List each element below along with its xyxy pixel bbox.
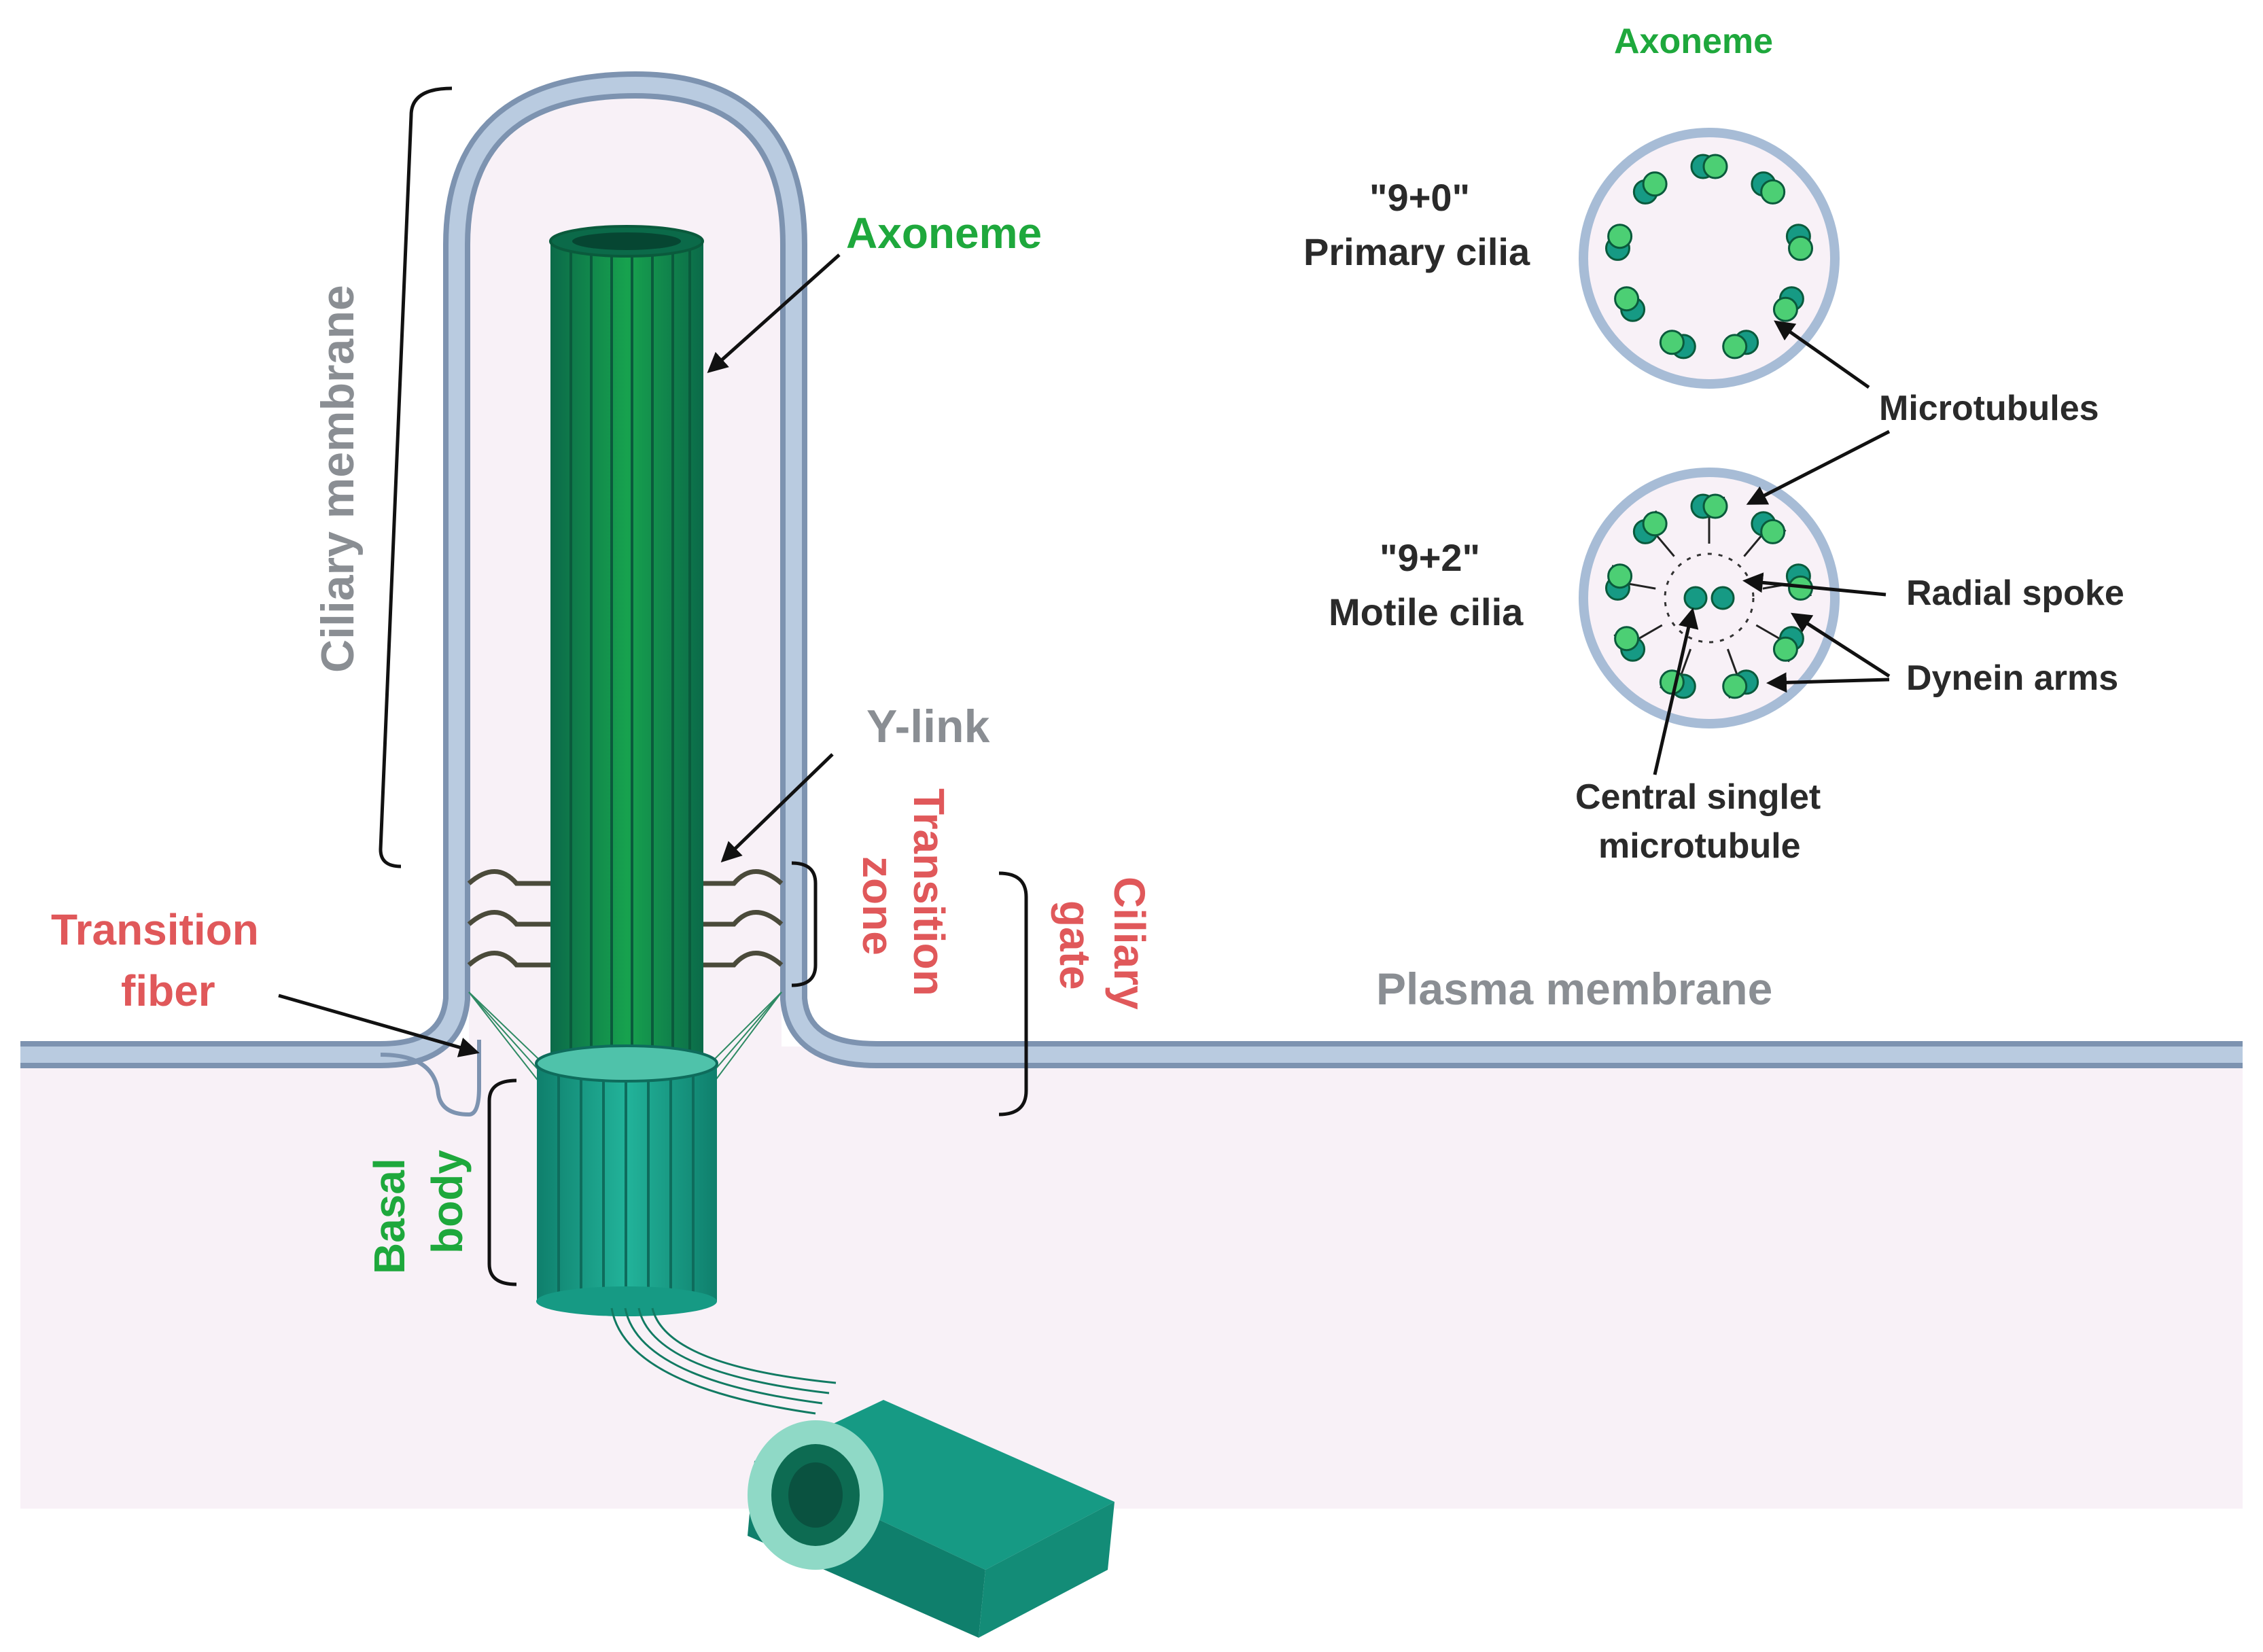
microtubule-b: [1760, 179, 1786, 205]
basal-body-label-2: body: [423, 1150, 472, 1254]
ciliary-gate-label-2: gate: [1051, 900, 1100, 990]
motile-cilia-cross-section: [1579, 468, 1840, 728]
plasma-membrane-label: Plasma membrane: [1376, 964, 1772, 1014]
microtubule-b: [1607, 563, 1633, 589]
motile-cilia-label-2: Motile cilia: [1329, 591, 1524, 633]
microtubule-b: [1614, 286, 1640, 312]
linker-filaments: [610, 1307, 837, 1415]
transition-fiber-label-1: Transition: [51, 905, 259, 954]
microtubule-b: [1607, 224, 1633, 249]
basal-body-top: [535, 1044, 718, 1083]
axoneme-top-inner: [572, 232, 681, 250]
dynein-arms-arrow-2: [1766, 672, 1890, 693]
microtubules-arrow-2: [1746, 429, 1891, 505]
microtubule-b: [1722, 673, 1748, 699]
daughter-centriole: [748, 1400, 1115, 1638]
basal-body-bottom: [536, 1286, 717, 1316]
microtubule-b: [1659, 669, 1685, 695]
radial-spoke-arrow: [1742, 572, 1887, 597]
ciliary-gate-bracket: [998, 871, 1028, 1117]
microtubule-b: [1702, 493, 1728, 519]
y-links: [467, 869, 784, 968]
microtubules-label: Microtubules: [1879, 389, 2099, 428]
dynein-arms-label: Dynein arms: [1906, 658, 2118, 698]
microtubule-b: [1702, 154, 1728, 179]
transition-fiber-arrow: [278, 994, 480, 1057]
primary-cilia-label-1: "9+0": [1369, 176, 1470, 219]
dynein-arms-arrow-1: [1790, 612, 1891, 678]
axoneme-inset-title: Axoneme: [1614, 22, 1773, 61]
central-singlet-label-1: Central singlet: [1575, 777, 1821, 817]
motile-microtubule-doublets: [1604, 493, 1814, 699]
ciliary-pocket-left: [380, 1040, 481, 1117]
basal-body-bracket: [487, 1078, 517, 1286]
transition-zone-label-2: zone: [854, 856, 902, 955]
primary-cilia-label-2: Primary cilia: [1303, 230, 1530, 273]
microtubule-b: [1760, 519, 1786, 544]
axoneme-label: Axoneme: [846, 209, 1042, 258]
motile-cilia-label-1: "9+2": [1380, 536, 1480, 579]
microtubule-b: [1659, 330, 1685, 355]
central-singlet-label-2: microtubule: [1598, 826, 1801, 866]
microtubule-b: [1772, 296, 1798, 322]
microtubule-b: [1772, 636, 1798, 662]
transition-fiber-label-2: fiber: [121, 966, 215, 1015]
ciliary-gate-label-1: Ciliary: [1105, 877, 1154, 1010]
y-link-label: Y-link: [866, 701, 990, 752]
transition-zone-label-1: Transition: [905, 788, 953, 996]
microtubule-b: [1722, 334, 1748, 359]
transition-zone-bracket: [791, 861, 818, 987]
microtubule-b: [1614, 626, 1640, 652]
cytoplasm: [20, 1047, 2243, 1509]
y-link-arrow: [720, 753, 834, 863]
microtubule-b: [1642, 171, 1668, 197]
ciliary-membrane-bracket: [379, 86, 453, 868]
microtubule-b: [1642, 511, 1668, 537]
radial-spoke-label: Radial spoke: [1906, 574, 2124, 613]
microtubules-arrow-1: [1774, 320, 1870, 389]
axoneme-stripes: [569, 248, 691, 1060]
microtubule-b: [1788, 235, 1814, 261]
axoneme-arrow: [707, 253, 841, 374]
ciliary-membrane-label: Ciliary membrane: [312, 285, 364, 673]
axoneme-shaft: [550, 241, 703, 1064]
plasma-membrane-inner: [20, 76, 2243, 1063]
primary-cilia-cross-section: [1579, 128, 1840, 389]
central-singlet-arrow: [1653, 608, 1699, 775]
basal-body-stripes: [557, 1067, 695, 1298]
primary-microtubule-doublets: [1604, 154, 1814, 359]
basal-body-label-1: Basal: [365, 1158, 414, 1274]
